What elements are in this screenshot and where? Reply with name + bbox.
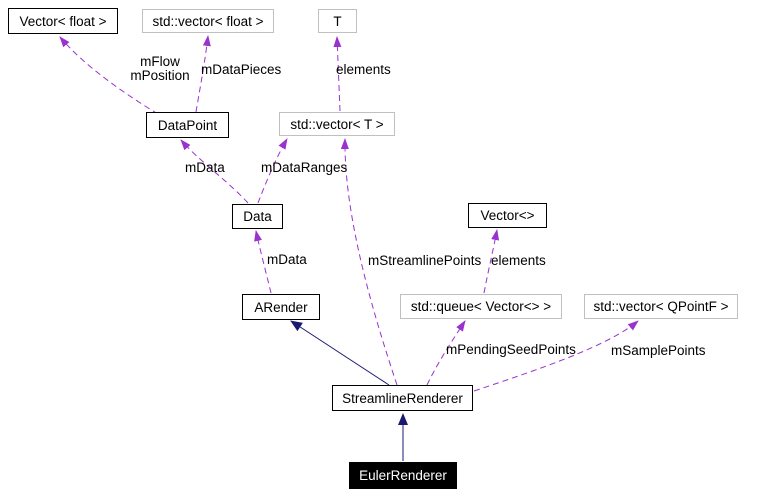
node-datapoint[interactable]: DataPoint (146, 112, 229, 138)
node-std-queue-vector: std::queue< Vector<> > (400, 294, 562, 319)
node-streamline-renderer[interactable]: StreamlineRenderer (332, 385, 473, 411)
node-t-label: T (333, 13, 342, 29)
edge-data-to-std-vector-t (257, 138, 288, 204)
node-std-vector-qpointf: std::vector< QPointF > (584, 294, 738, 319)
node-arender[interactable]: ARender (242, 294, 320, 320)
node-t: T (318, 9, 357, 33)
node-vector-float[interactable]: Vector< float > (8, 8, 118, 34)
node-data-label: Data (243, 209, 272, 224)
edge-label-mdata-lower: mData (267, 252, 307, 267)
edge-label-mdata-upper: mData (185, 160, 225, 175)
node-vector-float-label: Vector< float > (19, 13, 107, 29)
node-std-vector-t: std::vector< T > (279, 112, 395, 136)
edge-streamline-to-arender (290, 320, 390, 386)
node-std-queue-vector-label: std::queue< Vector<> > (410, 299, 552, 314)
edge-label-mdatapieces: mDataPieces (201, 62, 282, 77)
edge-label-msamplepoints: mSamplePoints (611, 343, 706, 358)
edge-std-queue-to-vector-generic (483, 229, 500, 294)
edge-label-mposition: mPosition (130, 68, 190, 83)
edge-arender-to-data (254, 230, 272, 294)
edge-data-to-datapoint (180, 139, 249, 204)
edge-label-mdataranges: mDataRanges (261, 160, 348, 175)
edge-streamline-to-std-vector-qpointf (473, 320, 639, 392)
edge-streamline-to-std-vector-t (340, 138, 398, 386)
node-vector-generic[interactable]: Vector<> (468, 203, 547, 228)
node-euler-renderer: EulerRenderer (349, 462, 457, 489)
node-std-vector-float-label: std::vector< float > (152, 13, 264, 29)
node-vector-generic-label: Vector<> (480, 208, 535, 223)
edge-datapoint-to-vector-float (59, 36, 159, 115)
edge-label-elements-lower: elements (491, 253, 546, 268)
node-datapoint-label: DataPoint (157, 117, 218, 133)
node-euler-renderer-label: EulerRenderer (359, 468, 447, 483)
edge-label-mflow: mFlow (140, 54, 180, 69)
node-data[interactable]: Data (232, 204, 283, 229)
node-std-vector-qpointf-label: std::vector< QPointF > (593, 299, 729, 314)
node-streamline-renderer-label: StreamlineRenderer (342, 390, 463, 406)
edge-label-mpendingseedpoints: mPendingSeedPoints (446, 342, 576, 357)
node-std-vector-t-label: std::vector< T > (290, 116, 384, 132)
node-std-vector-float: std::vector< float > (142, 9, 274, 33)
edge-label-mflow-mposition: mFlow mPosition (127, 55, 193, 83)
edge-std-vector-t-to-t (333, 36, 342, 112)
node-arender-label: ARender (254, 299, 308, 315)
edge-label-elements-top: elements (336, 62, 391, 77)
edge-label-mstreamlinepoints: mStreamlinePoints (368, 253, 482, 268)
